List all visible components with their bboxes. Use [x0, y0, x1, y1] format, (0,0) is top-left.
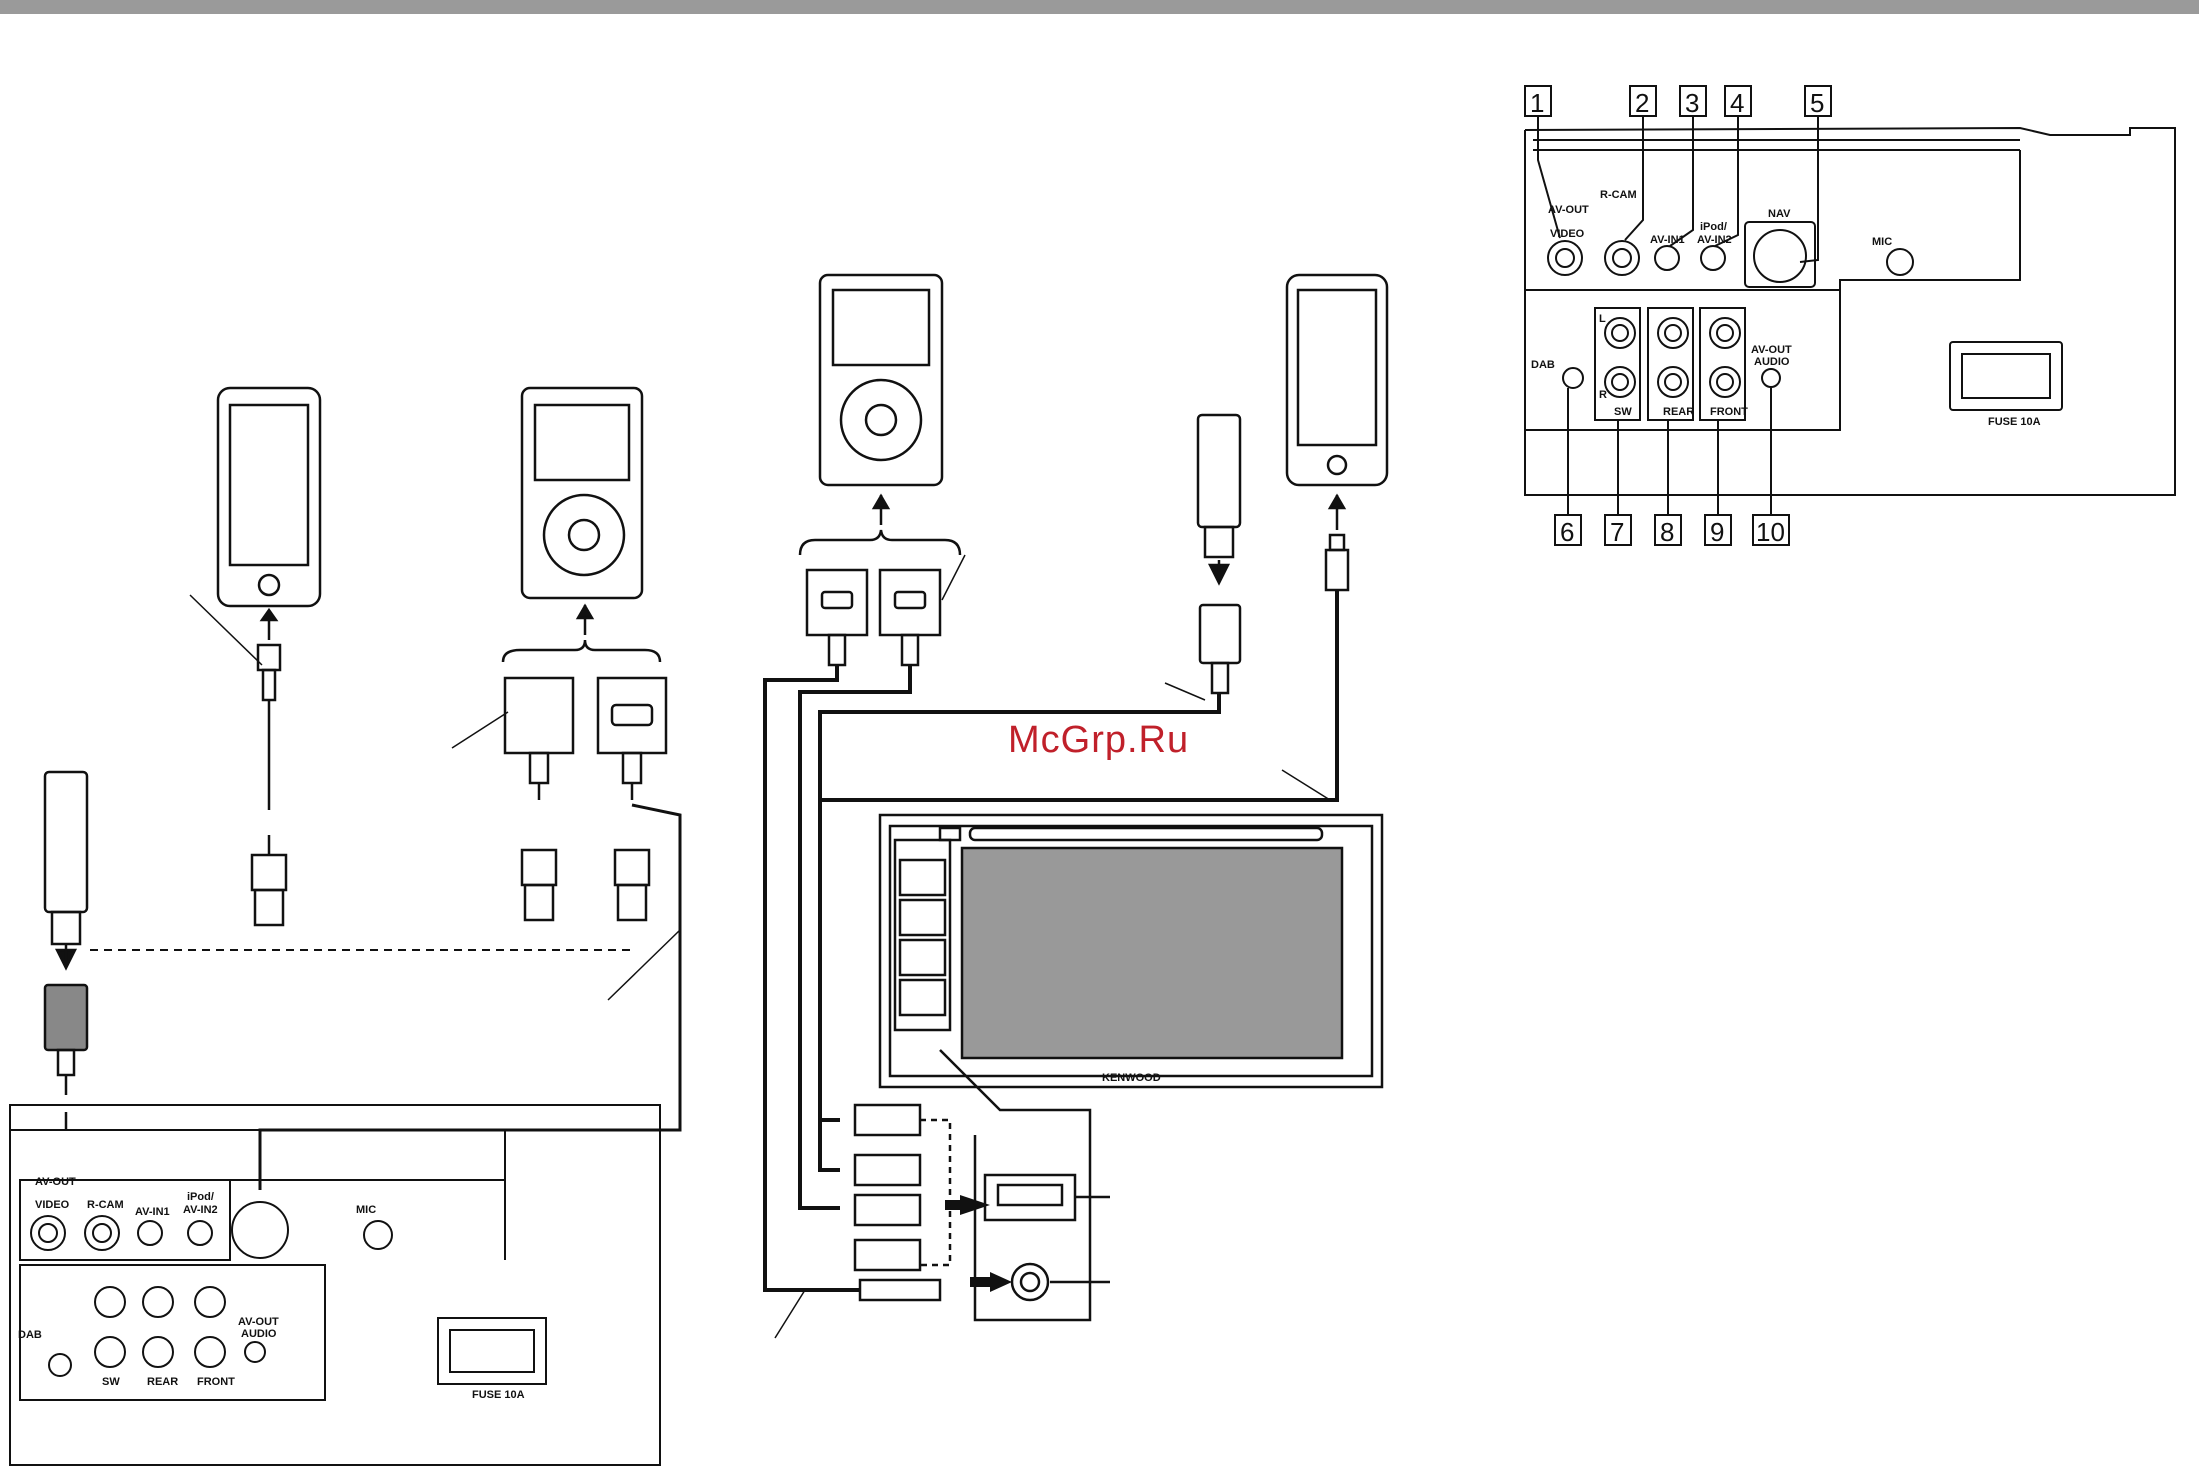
- label-ipod: iPod/: [1700, 221, 1727, 233]
- l-label-av-in1: AV-IN1: [135, 1206, 170, 1218]
- callout-2: 2: [1635, 88, 1649, 118]
- l-label-rear: REAR: [147, 1376, 178, 1388]
- label-av-out-audio-2: AUDIO: [1754, 356, 1790, 368]
- center-iphone: [1287, 275, 1387, 590]
- label-l: L: [1599, 313, 1606, 325]
- callout-8: 8: [1660, 517, 1674, 547]
- l-label-front: FRONT: [197, 1376, 235, 1388]
- label-av-out-audio-1: AV-OUT: [1751, 344, 1792, 356]
- label-r-cam: R-CAM: [1600, 189, 1637, 201]
- l-label-av-out-audio-1: AV-OUT: [238, 1316, 279, 1328]
- rear-panel-text: 1 2 3 4 5 6 7 8 9 10 AV-OUT VIDEO R-CAM …: [1530, 88, 2041, 547]
- l-label-dab: DAB: [18, 1329, 42, 1341]
- l-label-av-out-audio-2: AUDIO: [241, 1328, 277, 1340]
- callout-3: 3: [1685, 88, 1699, 118]
- l-label-ipod: iPod/: [187, 1191, 214, 1203]
- l-label-mic: MIC: [356, 1204, 376, 1216]
- l-label-av-out: AV-OUT: [35, 1176, 76, 1188]
- label-av-in1: AV-IN1: [1650, 234, 1685, 246]
- left-iphone: [218, 388, 320, 606]
- head-unit: [880, 815, 1382, 1087]
- l-label-av-in2: AV-IN2: [183, 1204, 218, 1216]
- label-av-in2: AV-IN2: [1697, 234, 1732, 246]
- left-rear-panel-text: AV-OUT VIDEO R-CAM AV-IN1 iPod/ AV-IN2 M…: [18, 1176, 525, 1401]
- label-av-out: AV-OUT: [1548, 204, 1589, 216]
- left-rear-panel: [10, 1105, 660, 1465]
- watermark: McGrp.Ru: [1008, 719, 1189, 761]
- callout-9: 9: [1710, 517, 1724, 547]
- label-fuse: FUSE 10A: [1988, 416, 2041, 428]
- label-r: R: [1599, 389, 1607, 401]
- label-front: FRONT: [1710, 406, 1748, 418]
- l-label-video: VIDEO: [35, 1199, 70, 1211]
- l-label-r-cam: R-CAM: [87, 1199, 124, 1211]
- l-label-fuse: FUSE 10A: [472, 1389, 525, 1401]
- brand-label: KENWOOD: [1102, 1072, 1161, 1084]
- label-video: VIDEO: [1550, 228, 1585, 240]
- callout-5: 5: [1810, 88, 1824, 118]
- label-mic: MIC: [1872, 236, 1892, 248]
- rear-panel-reference: [1525, 86, 2175, 545]
- callout-1: 1: [1530, 88, 1544, 118]
- top-bar: [0, 0, 2199, 14]
- callout-10: 10: [1756, 517, 1785, 547]
- center-usb-stick: [1198, 415, 1240, 693]
- label-nav: NAV: [1768, 208, 1791, 220]
- label-dab: DAB: [1531, 359, 1555, 371]
- callout-4: 4: [1730, 88, 1744, 118]
- callout-6: 6: [1560, 517, 1574, 547]
- arrows: [945, 1195, 1012, 1292]
- center-ipod-classic: [800, 275, 960, 665]
- left-cables: [45, 605, 680, 1190]
- l-label-sw: SW: [102, 1376, 120, 1388]
- callout-7: 7: [1610, 517, 1624, 547]
- left-ipod-classic: [522, 388, 642, 598]
- label-sw: SW: [1614, 406, 1632, 418]
- label-rear: REAR: [1663, 406, 1694, 418]
